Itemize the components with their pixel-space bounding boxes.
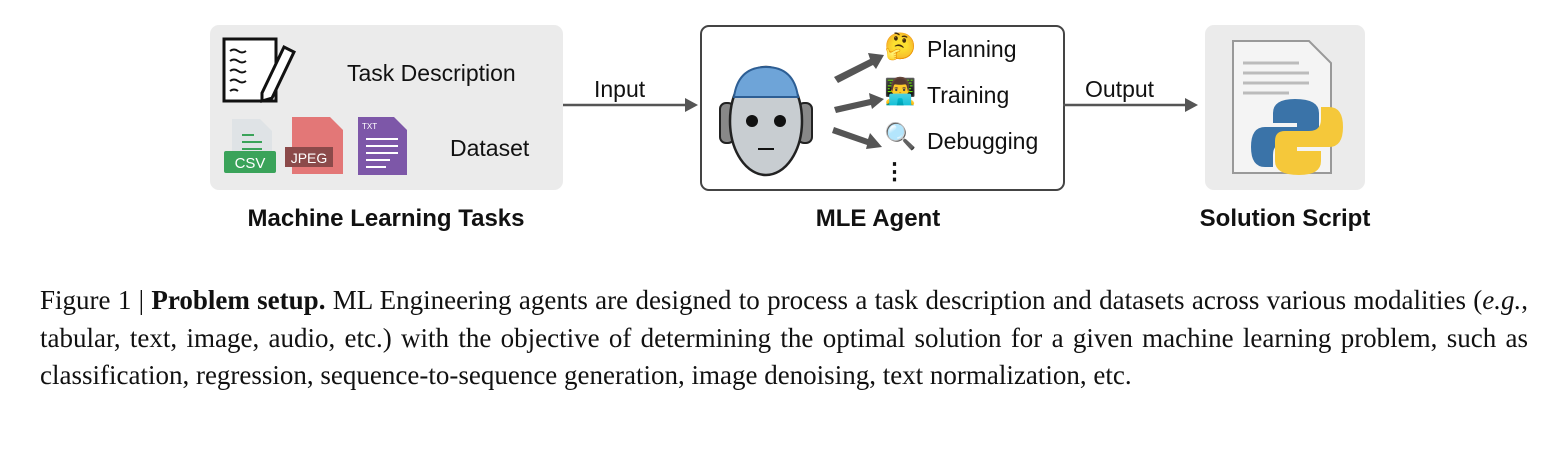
solution-script-title: Solution Script	[1199, 205, 1371, 232]
caption-bold: Problem setup.	[151, 285, 326, 315]
task-description-label: Task Description	[347, 60, 516, 86]
step-debugging: Debugging	[927, 128, 1039, 154]
output-arrow	[1063, 98, 1198, 112]
technologist-icon: 👨‍💻	[884, 76, 917, 106]
step-training: Training	[927, 82, 1010, 108]
more-steps-ellipsis: ⋮	[883, 158, 906, 184]
svg-text:TXT: TXT	[362, 122, 377, 131]
svg-text:CSV: CSV	[235, 155, 266, 172]
step-arrows	[832, 53, 884, 149]
input-arrow	[563, 98, 698, 112]
mle-agent-panel	[700, 25, 1065, 191]
input-label: Input	[594, 76, 646, 102]
output-label: Output	[1085, 76, 1155, 102]
dataset-label: Dataset	[450, 135, 530, 161]
caption-text-b: , tabular, text, image, audio, etc.) wit…	[40, 285, 1529, 390]
robot-head-icon	[719, 65, 813, 177]
ml-tasks-panel: Task Description CSV JPEG TXT Dataset	[210, 25, 563, 190]
ml-tasks-title: Machine Learning Tasks	[247, 205, 525, 232]
mle-agent-title: MLE Agent	[815, 205, 941, 232]
task-description-icon	[222, 37, 296, 104]
dataset-file-icons: CSV JPEG TXT	[224, 117, 407, 175]
solution-panel	[1205, 25, 1365, 190]
thinking-face-icon: 🤔	[884, 31, 917, 61]
step-planning: Planning	[927, 36, 1017, 62]
svg-text:JPEG: JPEG	[291, 150, 328, 166]
caption-eg: e.g.	[1482, 285, 1522, 315]
debug-magnifier-icon: 🔍	[884, 121, 917, 151]
caption-prefix: Figure 1 |	[40, 285, 152, 315]
figure-caption: Figure 1 | Problem setup. ML Engineering…	[40, 282, 1528, 395]
python-script-icon	[1232, 40, 1343, 175]
caption-text-a: ML Engineering agents are designed to pr…	[325, 285, 1483, 315]
